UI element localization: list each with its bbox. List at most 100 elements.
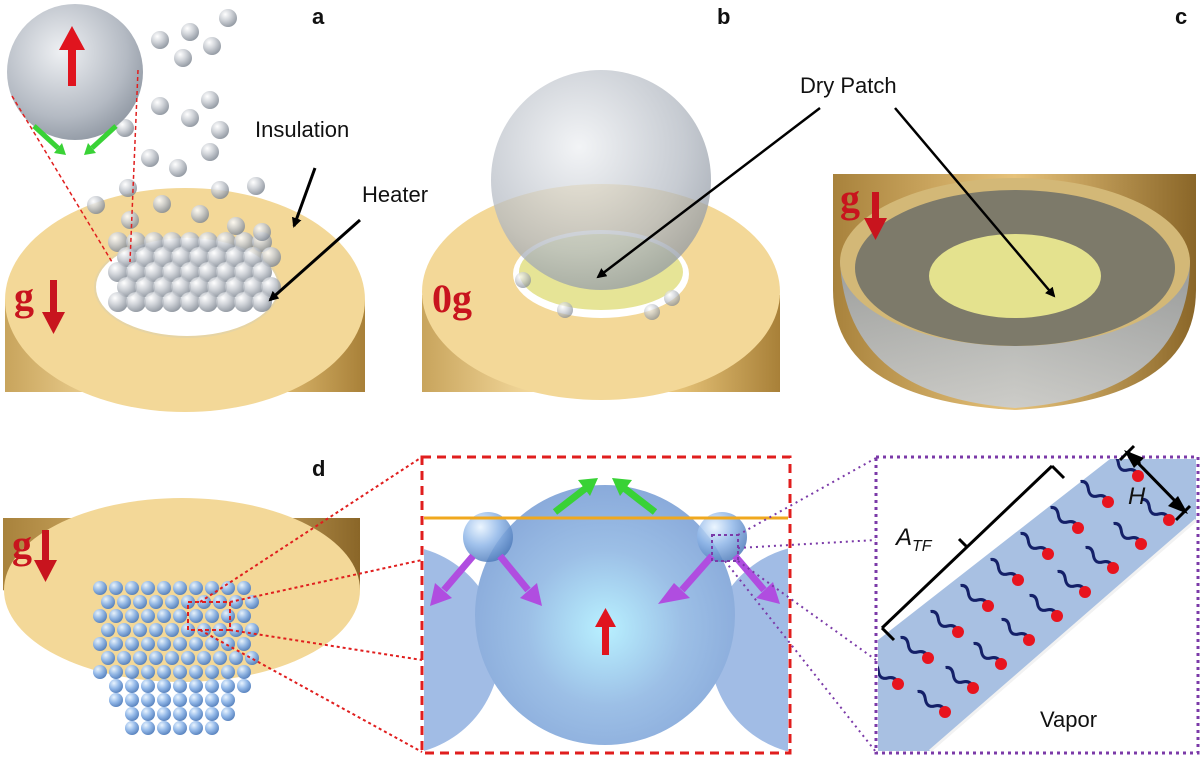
bubble [108,232,128,252]
bubble [189,277,209,297]
bubble [162,292,182,312]
bubble [169,159,187,177]
vapor-label: Vapor [1040,707,1097,732]
bubble [153,247,173,267]
bubble [237,581,251,595]
bubble [171,277,191,297]
molecule-head [922,652,934,664]
bubble [93,609,107,623]
bubble [203,37,221,55]
bubble [173,637,187,651]
molecule-head [982,600,994,612]
bubble [173,707,187,721]
bubble [109,693,123,707]
bubble [101,651,115,665]
bubble [87,196,105,214]
bubble [141,679,155,693]
panel-b: b Dry Patch 0g [422,4,897,400]
bubble [205,679,219,693]
small-bubble [557,302,573,318]
molecule-head [939,706,951,718]
gravity-arrow-d [34,530,57,582]
bubble [153,195,171,213]
bubble [221,693,235,707]
bubble [173,721,187,735]
bubble [221,679,235,693]
molecule-tail [945,665,975,689]
bubble [221,581,235,595]
bubble [141,581,155,595]
panel-a-letter: a [312,4,325,29]
bubble [181,23,199,41]
molecule-tail [1001,617,1031,641]
bubble [189,679,203,693]
bubble [125,665,139,679]
bubble [181,651,195,665]
bubble [117,623,131,637]
bubble [211,121,229,139]
bubble [207,277,227,297]
gravity-arrow-c [864,192,887,240]
bubble [198,232,218,252]
molecule-tail [930,609,960,633]
bubble [141,665,155,679]
bubble [117,277,137,297]
bubble [227,217,245,235]
bubble [109,637,123,651]
panel-d: d g [3,444,1200,755]
bubble [174,49,192,67]
bubble [201,91,219,109]
bubble [126,262,146,282]
molecule-head [1042,548,1054,560]
inset-bubbles [420,455,792,755]
bubble [125,679,139,693]
bubble [135,277,155,297]
dry-patch-pointer-b [596,107,821,279]
molecule-tail [1050,505,1080,529]
bubble [221,609,235,623]
dry-patch-pointer-c [894,107,1056,298]
bubble [237,665,251,679]
molecule-head [892,678,904,690]
molecule-head [995,658,1007,670]
bubble [173,679,187,693]
bubble [157,679,171,693]
gravity-label-b: 0g [432,276,472,321]
thickness-label: H [1128,483,1146,510]
bubble [243,277,263,297]
bubble [219,9,237,27]
bubble [189,637,203,651]
zoom-box-d [187,601,231,631]
molecule-head [1107,562,1119,574]
bubble [171,247,191,267]
bubble [213,651,227,665]
bubble [205,581,219,595]
red-inset-border [420,455,792,755]
bubble [189,247,209,267]
molecule-head [952,626,964,638]
bubble [133,595,147,609]
bubble [121,211,139,229]
bubble [189,665,203,679]
bubble [216,292,236,312]
bubble [234,262,254,282]
bubble [125,637,139,651]
zoom-guides-purple [724,457,877,753]
molecule-head [1163,514,1175,526]
molecule-tail [1057,569,1087,593]
molecule-tail [1085,545,1115,569]
bubble [205,721,219,735]
bubble [125,581,139,595]
molecule-tail [990,557,1020,581]
bubble [201,143,219,161]
bubble [237,679,251,693]
large-bubble [491,70,711,290]
bubble [229,595,243,609]
bubble [211,181,229,199]
bubble [151,31,169,49]
bubble [189,693,203,707]
bubble [141,721,155,735]
buoyancy-arrow [59,26,85,86]
molecule-tail [1029,593,1059,617]
